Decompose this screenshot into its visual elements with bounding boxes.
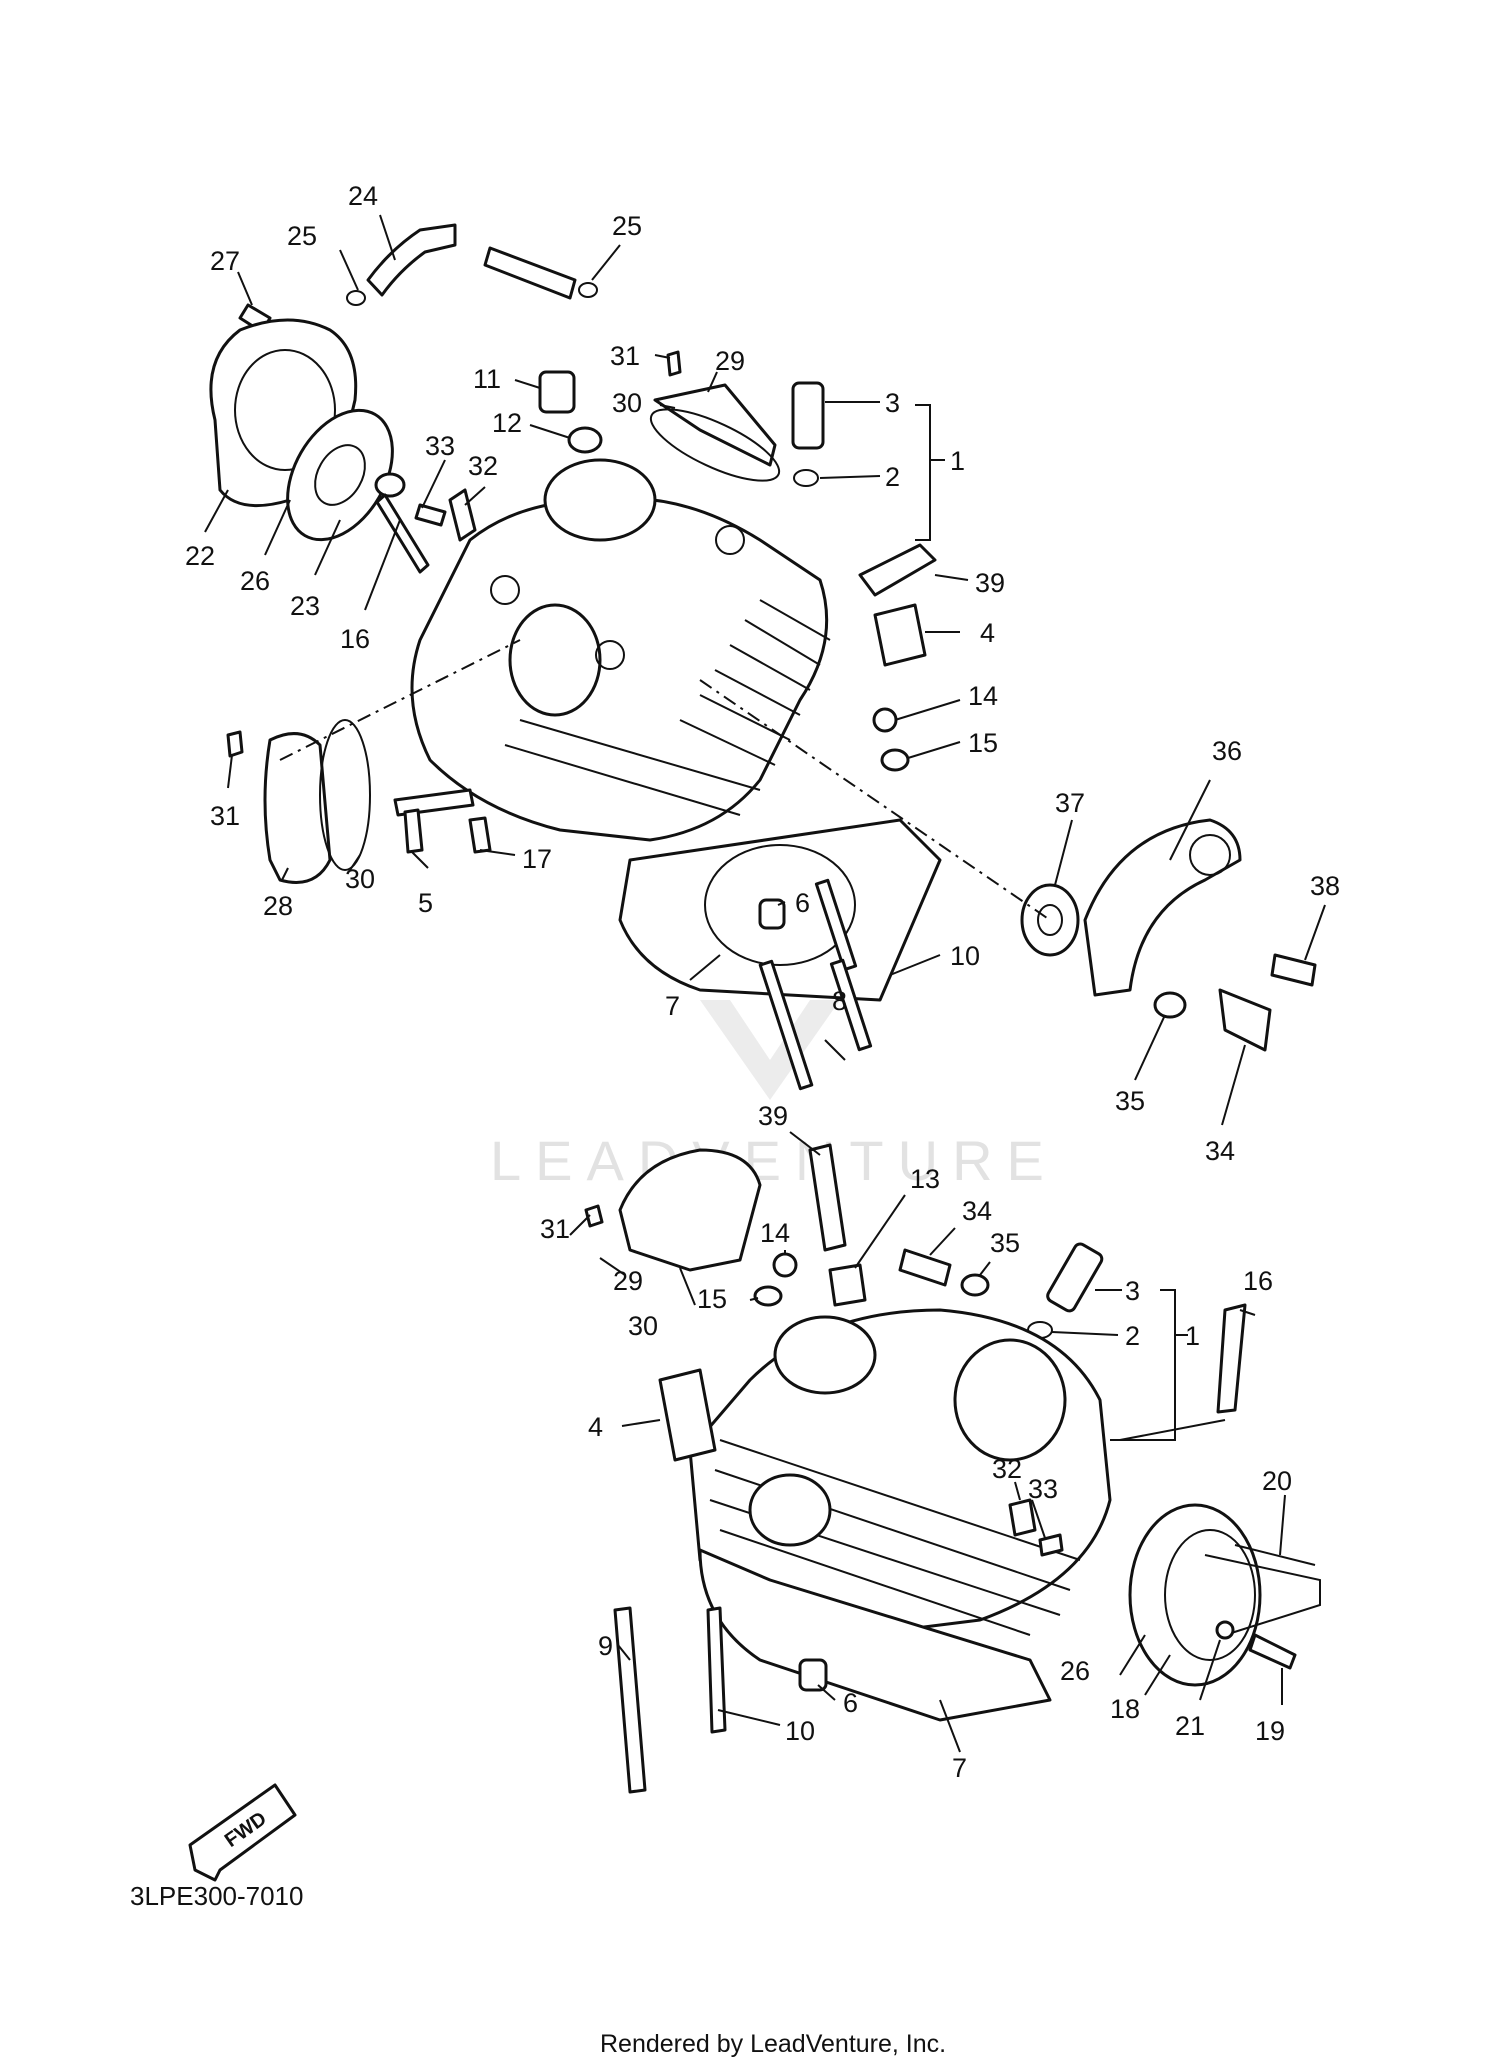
callout: 25 xyxy=(287,221,317,251)
callout: 23 xyxy=(290,591,320,621)
callout: 32 xyxy=(468,451,498,481)
spark-plug-top xyxy=(858,543,937,597)
arm-36 xyxy=(1083,818,1242,997)
round-cover-28 xyxy=(263,732,332,884)
callout: 4 xyxy=(980,618,995,648)
callout: 11 xyxy=(473,364,501,394)
callout: 35 xyxy=(1115,1086,1145,1116)
long-bolt xyxy=(375,493,430,574)
callout: 3 xyxy=(1125,1276,1140,1306)
callout: 16 xyxy=(340,624,370,654)
callout: 33 xyxy=(425,431,455,461)
callout: 34 xyxy=(962,1196,992,1226)
valve-guide-bottom xyxy=(1046,1242,1104,1313)
callout: 31 xyxy=(540,1214,570,1244)
bolt-34 xyxy=(1218,988,1272,1052)
callout: 20 xyxy=(1262,1466,1292,1496)
callout: 2 xyxy=(885,462,900,492)
callout: 18 xyxy=(1110,1694,1140,1724)
plate xyxy=(286,408,394,542)
spark-plug-bottom xyxy=(808,1143,847,1252)
callout: 30 xyxy=(628,1311,658,1341)
callout: 6 xyxy=(843,1688,858,1718)
callout: 15 xyxy=(968,728,998,758)
callout: 3 xyxy=(885,388,900,418)
callout: 17 xyxy=(522,844,552,874)
callout: 31 xyxy=(210,801,240,831)
callout: 24 xyxy=(348,181,378,211)
callout: 9 xyxy=(598,1631,613,1661)
callout: 31 xyxy=(610,341,640,371)
end-cover-18 xyxy=(1128,1503,1262,1687)
callout: 1 xyxy=(950,446,965,476)
cap-11 xyxy=(538,370,576,414)
callout: 15 xyxy=(697,1284,727,1314)
cylinder-head-top xyxy=(410,496,829,842)
callout: 30 xyxy=(612,388,642,418)
callout: 27 xyxy=(210,246,240,276)
callout: 6 xyxy=(795,888,810,918)
breather-hose xyxy=(366,223,457,297)
pin-5 xyxy=(393,788,475,817)
callout: 25 xyxy=(612,211,642,241)
front-cylinder-head-assembly xyxy=(209,223,1317,1091)
watermark-text: LEADVENTURE xyxy=(490,1129,1058,1192)
diagram-code: 3LPE300-7010 xyxy=(130,1881,303,1911)
callout: 37 xyxy=(1055,788,1085,818)
callout: 35 xyxy=(990,1228,1020,1258)
callout: 7 xyxy=(665,991,680,1021)
callout: 26 xyxy=(240,566,270,596)
rear-cylinder-head-assembly xyxy=(584,1143,1321,1794)
callout: 4 xyxy=(588,1412,603,1442)
fwd-arrow: FWD xyxy=(188,1783,297,1882)
callout: 28 xyxy=(263,891,293,921)
callout: 14 xyxy=(968,681,998,711)
callout: 1 xyxy=(1185,1321,1200,1351)
callout: 39 xyxy=(975,568,1005,598)
washer-35 xyxy=(1153,991,1187,1019)
callout: 19 xyxy=(1255,1716,1285,1746)
callout: 10 xyxy=(785,1716,815,1746)
callout: 10 xyxy=(950,941,980,971)
callout: 26 xyxy=(1060,1656,1090,1686)
callout: 21 xyxy=(1175,1711,1205,1741)
callout: 12 xyxy=(492,408,522,438)
valve-guide-top xyxy=(791,381,825,450)
breather-hose-straight xyxy=(483,246,577,300)
callout: 29 xyxy=(613,1266,643,1296)
callout: 13 xyxy=(910,1164,940,1194)
callout: 30 xyxy=(345,864,375,894)
callout: 29 xyxy=(715,346,745,376)
tappet-cover-bottom xyxy=(618,1148,762,1272)
spring-bottom xyxy=(658,1368,717,1462)
cylinder-head-gasket-bottom xyxy=(698,1548,1052,1722)
callout: 39 xyxy=(758,1101,788,1131)
callout: 22 xyxy=(185,541,215,571)
washer-12 xyxy=(567,426,603,454)
bolt-38 xyxy=(1270,953,1317,987)
leader-lines xyxy=(204,214,1326,1753)
callout: 36 xyxy=(1212,736,1242,766)
callout: 38 xyxy=(1310,871,1340,901)
callout: 33 xyxy=(1028,1474,1058,1504)
rendered-by-credit: Rendered by LeadVenture, Inc. xyxy=(600,2030,946,2058)
callout: 16 xyxy=(1243,1266,1273,1296)
callout: 34 xyxy=(1205,1136,1235,1166)
callout: 14 xyxy=(760,1218,790,1248)
callout: 2 xyxy=(1125,1321,1140,1351)
callout: 5 xyxy=(418,888,433,918)
callout-numbers: 24 25 25 27 31 29 11 12 30 3 2 1 33 32 2… xyxy=(185,181,1340,1783)
callout: 8 xyxy=(832,986,847,1016)
callout: 32 xyxy=(992,1454,1022,1484)
bushing-37 xyxy=(1020,883,1080,957)
callout: 7 xyxy=(952,1753,967,1783)
tappet-cover-top xyxy=(653,383,777,467)
